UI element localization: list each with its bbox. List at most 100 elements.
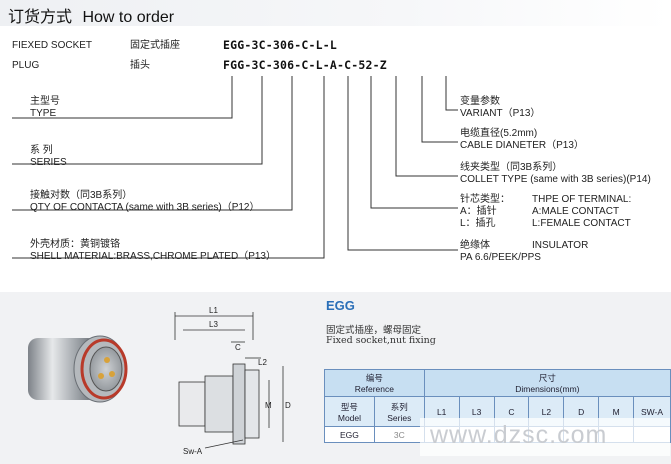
model-cn: 型号 bbox=[340, 401, 358, 412]
label-collet: 线夹类型（同3B系列） COLLET TYPE (same with 3B se… bbox=[460, 162, 651, 186]
plug-order-code: FGG-3C-306-C-L-A-C-52-Z bbox=[223, 58, 387, 72]
series-cn: 系列 bbox=[390, 401, 408, 412]
dim-label-l1: L1 bbox=[209, 306, 218, 315]
label-cable: 电缆直径(5.2mm) CABLE DIANETER（P13） bbox=[460, 128, 584, 152]
dim-label-swa: Sw-A bbox=[183, 447, 203, 456]
socket-label-en: FIEXED SOCKET bbox=[12, 40, 93, 51]
code-dash: - bbox=[294, 58, 302, 72]
watermark-band bbox=[420, 418, 670, 456]
label-collet-cn: 线夹类型（同3B系列） bbox=[460, 162, 563, 173]
ref-cn: 编号 bbox=[365, 373, 383, 383]
code-part: 52 bbox=[358, 58, 373, 72]
body-side bbox=[204, 375, 234, 433]
label-shell: 外壳材质：黄铜镀铬 SHELL MATERIAL:BRASS,CHROME PL… bbox=[30, 239, 276, 263]
leader-shell bbox=[12, 76, 325, 259]
label-series: 系 列 SERIES bbox=[30, 145, 67, 169]
leader-series bbox=[12, 76, 263, 165]
red-ring bbox=[80, 338, 128, 400]
code-dash: - bbox=[322, 38, 330, 52]
leader-terminal bbox=[370, 76, 458, 209]
egg-heading: EGG bbox=[326, 298, 355, 313]
dim-en: Dimensions(mm) bbox=[515, 384, 580, 394]
terminal-value: A:MALE CONTACT bbox=[532, 206, 620, 217]
plug-label-en: PLUG bbox=[12, 60, 40, 71]
dim-label-l3: L3 bbox=[209, 320, 218, 329]
code-part: EGG bbox=[223, 38, 245, 52]
nut-side bbox=[232, 363, 246, 445]
technical-drawing: L1 L3 C L2 M D Sw-A bbox=[174, 306, 291, 456]
label-variant-en: VARIANT（P13） bbox=[460, 108, 541, 119]
dim-swa bbox=[204, 439, 244, 449]
label-variant: 变量参数 VARIANT（P13） bbox=[460, 96, 540, 120]
egg-desc-en: Fixed socket,nut fixing bbox=[326, 335, 436, 346]
code-dash: - bbox=[244, 58, 252, 72]
insulator-cn: 绝缘体 bbox=[460, 240, 490, 251]
egg-desc-cn: 固定式插座，螺母固定 bbox=[326, 325, 422, 336]
leader-insulator bbox=[347, 76, 458, 251]
terminal-value: L:FEMALE CONTACT bbox=[532, 218, 631, 229]
code-part: C bbox=[301, 58, 309, 72]
code-dash: - bbox=[372, 58, 380, 72]
code-dash: - bbox=[308, 58, 316, 72]
watermark-text: www.dzsc.com bbox=[430, 421, 608, 449]
code-dash: - bbox=[322, 58, 330, 72]
connector-face bbox=[89, 346, 123, 392]
code-part: 3C bbox=[251, 58, 266, 72]
leader-lines bbox=[12, 76, 458, 259]
terminal-row-l: L：插孔 L:FEMALE CONTACT bbox=[460, 218, 631, 230]
label-contacts-cn: 接触对数（同3B系列） bbox=[30, 190, 133, 201]
title-cn: 订货方式 bbox=[8, 9, 73, 26]
code-dash: - bbox=[294, 38, 302, 52]
connector-photo bbox=[28, 335, 128, 403]
label-contacts-en: QTY OF CONTACTA (same with 3B series)（P1… bbox=[30, 202, 260, 213]
code-part: 306 bbox=[272, 38, 295, 52]
socket-label-cn: 固定式插座 bbox=[130, 40, 180, 51]
label-terminal: 针芯类型： THPE OF TERMINAL: A：插针 A:MALE CONT… bbox=[460, 194, 631, 230]
terminal-header: 针芯类型： THPE OF TERMINAL: bbox=[460, 194, 631, 206]
terminal-en: THPE OF TERMINAL: bbox=[532, 194, 632, 205]
code-dash: - bbox=[244, 38, 252, 52]
label-type: 主型号 TYPE bbox=[30, 96, 60, 120]
insulator-materials: PA 6.6/PEEK/PPS bbox=[460, 252, 541, 263]
insulator-en: INSULATOR bbox=[532, 240, 589, 251]
label-type-en: TYPE bbox=[30, 108, 57, 119]
contact-pin bbox=[98, 373, 104, 379]
leader-contacts bbox=[12, 76, 293, 211]
code-part: A bbox=[329, 58, 337, 72]
series-en: Series bbox=[387, 412, 412, 423]
code-dash: - bbox=[265, 38, 273, 52]
label-shell-cn: 外壳材质：黄铜镀铬 bbox=[30, 239, 120, 250]
terminal-cn: 针芯类型： bbox=[460, 194, 510, 205]
plug-label-cn: 插头 bbox=[130, 60, 150, 71]
label-type-cn: 主型号 bbox=[30, 96, 60, 107]
label-series-cn: 系 列 bbox=[30, 145, 53, 156]
code-dash: - bbox=[265, 58, 273, 72]
cell-model: EGG bbox=[324, 426, 375, 443]
code-part: L bbox=[329, 38, 337, 52]
code-part: Z bbox=[379, 58, 387, 72]
code-part: 306 bbox=[272, 58, 295, 72]
dim-label-l2: L2 bbox=[258, 358, 267, 367]
leader-collet bbox=[395, 76, 458, 177]
ref-en: Reference bbox=[354, 384, 394, 394]
leader-cable bbox=[421, 76, 458, 143]
label-shell-en: SHELL MATERIAL:BRASS,CHROME PLATED（P13） bbox=[30, 251, 276, 262]
leader-type bbox=[12, 76, 233, 119]
code-part: L bbox=[315, 38, 323, 52]
label-insulator: 绝缘体 INSULATOR PA 6.6/PEEK/PPS bbox=[460, 240, 588, 264]
cable-side bbox=[178, 381, 206, 427]
dim-label-m: M bbox=[265, 401, 272, 410]
label-series-en: SERIES bbox=[30, 157, 67, 168]
code-dash: - bbox=[308, 38, 316, 52]
title-band bbox=[0, 0, 671, 26]
code-part: C bbox=[344, 58, 352, 72]
code-part: C bbox=[301, 38, 309, 52]
contact-pin bbox=[109, 371, 115, 377]
col-model: 型号 Model bbox=[324, 396, 375, 427]
code-dash: - bbox=[351, 58, 359, 72]
table-ref-header: 编号 Reference bbox=[324, 369, 425, 397]
label-variant-cn: 变量参数 bbox=[460, 96, 500, 107]
code-dash: - bbox=[337, 58, 345, 72]
code-part: L bbox=[315, 58, 323, 72]
terminal-row-a: A：插针 A:MALE CONTACT bbox=[460, 206, 619, 218]
